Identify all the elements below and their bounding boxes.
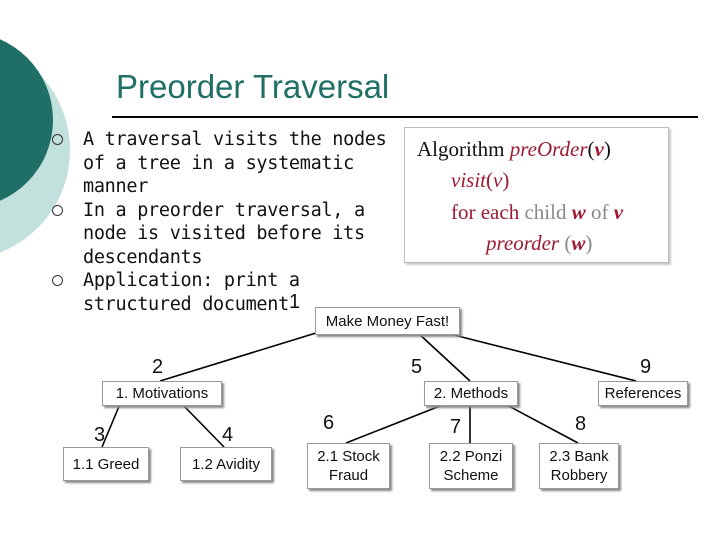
tree-node-references: References [598,381,688,406]
bullet-text: Application: print a structured document [83,270,300,315]
visit-arg: v [493,168,503,192]
visit-call: visit [451,168,486,192]
visit-number-bank: 8 [575,413,587,435]
recursive-call: preorder [486,231,560,255]
edge-methods-bank [504,403,579,444]
visit-number-root: 1 [289,291,301,313]
bullet-item: Application: print a structured document [52,269,412,316]
bullet-text: In a preorder traversal, a node is visit… [83,199,365,268]
algorithm-param: v [594,137,604,161]
tree-node-bank: 2.3 Bank Robbery [539,443,619,489]
tree-node-greed: 1.1 Greed [63,447,149,481]
paren: ) [502,168,510,192]
algorithm-box: Algorithm preOrder(v) visit(v) for each … [404,127,669,263]
visit-number-motivations: 2 [152,356,164,378]
hollow-circle-bullet-icon [52,275,63,286]
recursive-arg: w [571,231,586,255]
paren: ( [587,137,595,161]
tree-node-avidity: 1.2 Avidity [180,447,272,481]
loop-var: w [571,200,586,224]
hollow-circle-bullet-icon [52,134,63,145]
tree-node-root: Make Money Fast! [315,307,460,335]
hollow-circle-bullet-icon [52,204,63,216]
tree-node-ponzi: 2.2 Ponzi Scheme [429,443,513,489]
algorithm-line-visit: visit(v) [451,168,509,193]
bullet-text: A traversal visits the nodes of a tree i… [83,129,387,197]
loop-parent: v [613,200,624,224]
tree-node-methods: 2. Methods [424,381,518,406]
visit-number-stock-fraud: 6 [323,412,335,434]
edge-root-references [445,332,637,382]
paren: ( [559,231,572,255]
edge-root-methods [417,332,471,382]
paren: ) [603,137,611,161]
bullet-item: A traversal visits the nodes of a tree i… [52,128,412,199]
algorithm-keyword: Algorithm [417,137,510,161]
algorithm-function-name: preOrder [509,137,588,161]
title-divider [112,116,698,118]
tree-node-motivations: 1. Motivations [102,381,222,406]
bullet-list: A traversal visits the nodes of a tree i… [52,128,412,316]
algorithm-line-header: Algorithm preOrder(v) [417,137,611,162]
visit-number-references: 9 [640,356,652,378]
edge-motivations-avidity [181,403,225,448]
paren: ( [486,168,493,192]
visit-number-avidity: 4 [222,424,234,446]
edge-root-motivations [159,332,317,382]
algorithm-line-recurse: preorder (w) [486,231,592,256]
of-word: of [585,200,614,224]
algorithm-line-loop: for each child w of v [451,200,623,225]
visit-number-ponzi: 7 [450,416,462,438]
tree-node-stock-fraud: 2.1 Stock Fraud [307,443,390,489]
paren: ) [585,231,593,255]
bullet-item: In a preorder traversal, a node is visit… [52,199,412,270]
edge-methods-stock [345,403,446,444]
visit-number-greed: 3 [94,424,106,446]
for-each-keyword: for each [451,200,525,224]
edge-motivations-greed [101,403,121,448]
slide-title: Preorder Traversal [116,68,390,105]
visit-number-methods: 5 [411,356,423,378]
child-word: child [524,200,572,224]
